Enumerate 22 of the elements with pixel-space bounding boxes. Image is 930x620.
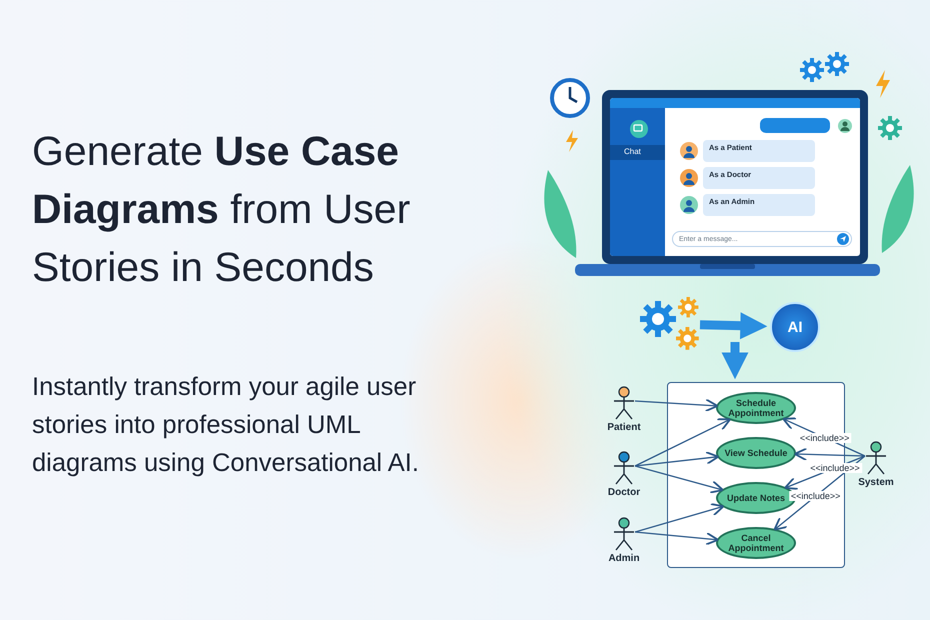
arrow (794, 448, 866, 462)
arrow (634, 418, 732, 467)
arrow (634, 451, 720, 467)
arrow (700, 312, 768, 340)
use-case-ellipse: Schedule Appointment (716, 392, 796, 424)
arrow (634, 398, 718, 412)
edge-label: <<include>> (788, 491, 842, 502)
arrow (634, 503, 724, 533)
arrow (722, 342, 748, 380)
actor-name: Doctor (608, 487, 640, 498)
arrow (634, 531, 719, 546)
actor-name: Admin (608, 553, 640, 564)
menu-item: Chat (624, 147, 641, 156)
use-case-ellipse: Cancel Appointment (716, 527, 796, 559)
ai-circle: AI (770, 302, 820, 352)
arrow (634, 465, 724, 494)
actor-name: Patient (607, 422, 641, 433)
title: Generate Use Case Diagrams from User Stories in Seconds (32, 127, 412, 292)
subtitle: Instantly transform your agile user stories into professional UML diagrams using Conversational AI. (32, 372, 420, 479)
edge-label: <<include>> (808, 462, 862, 473)
use-case-ellipse: View Schedule (716, 437, 796, 469)
actor-name: System (858, 477, 894, 488)
